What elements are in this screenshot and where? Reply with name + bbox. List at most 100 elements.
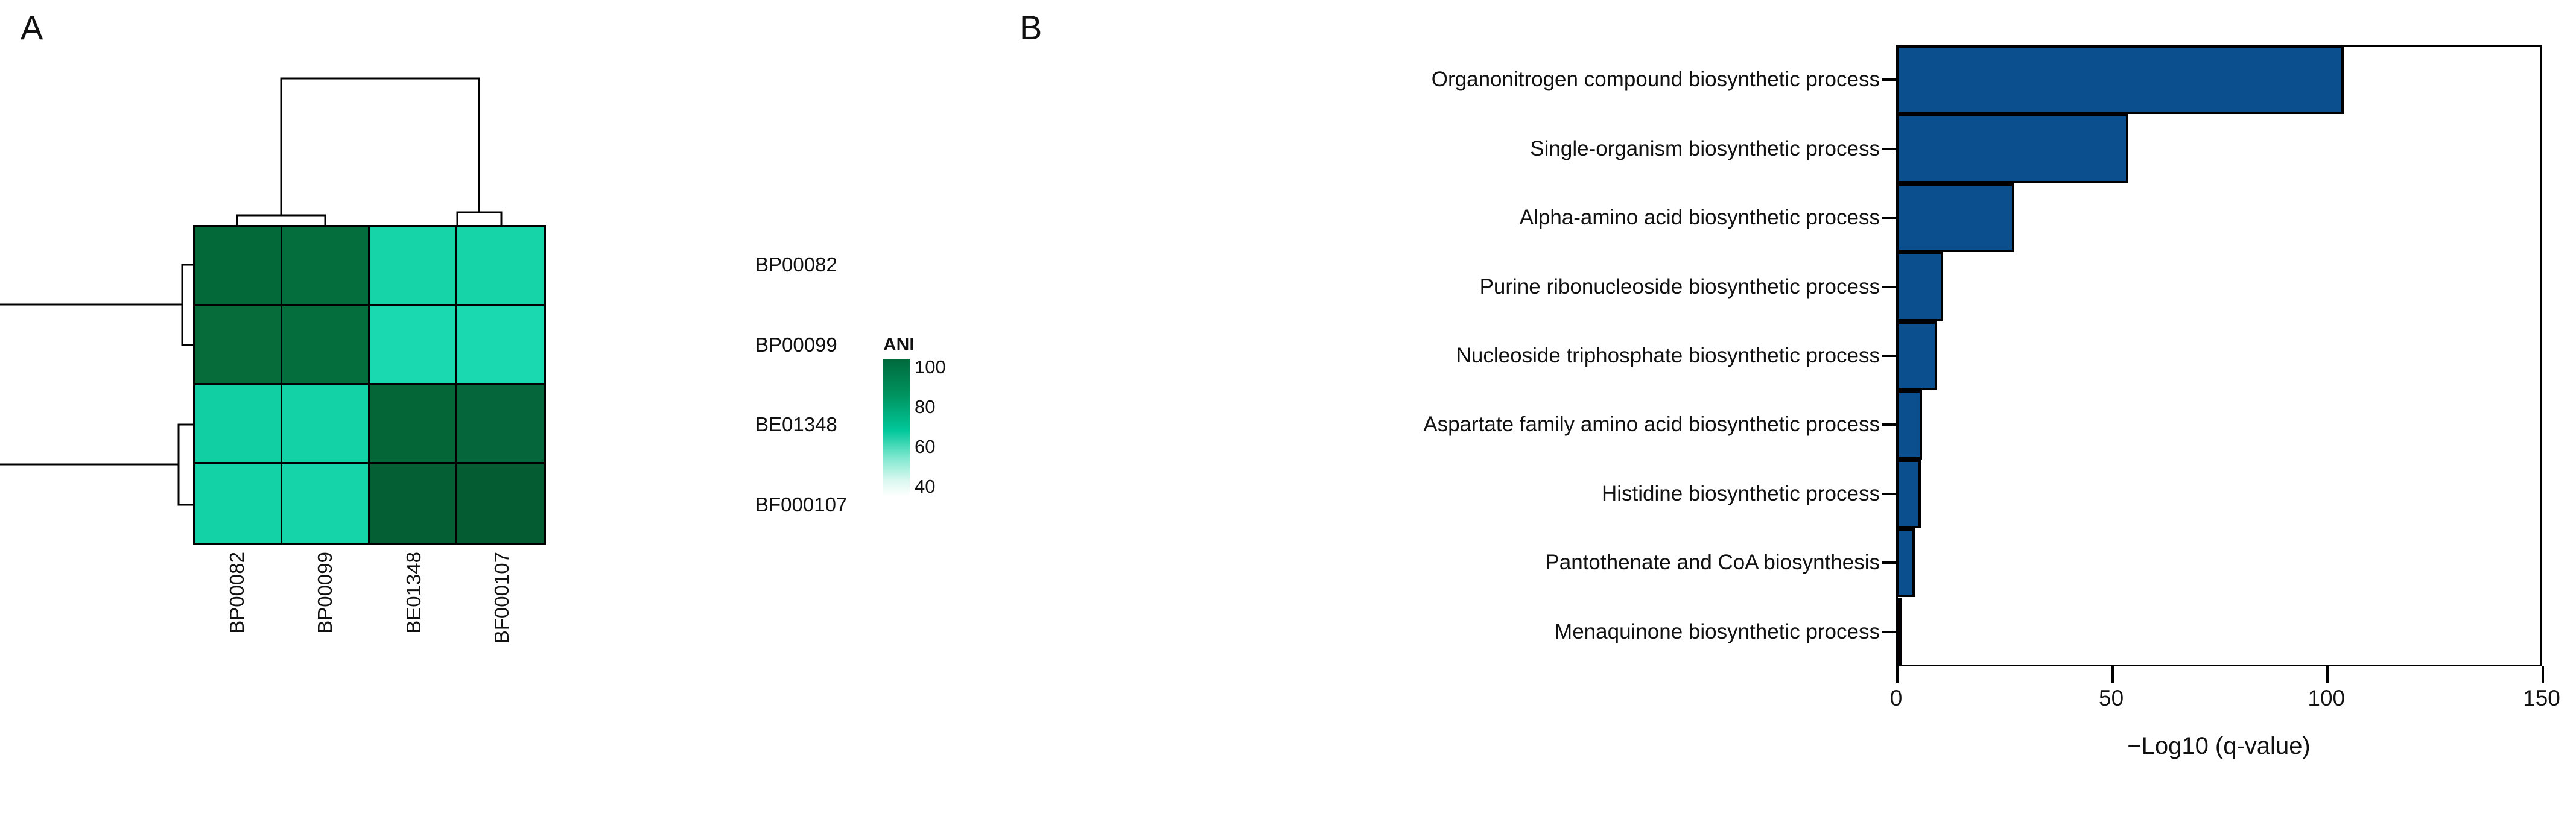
category-text: Aspartate family amino acid biosynthetic… xyxy=(1423,413,1880,437)
ani-legend-tick: 80 xyxy=(915,396,936,417)
bar-chart: Organonitrogen compound biosynthetic pro… xyxy=(1026,0,2576,825)
bar-chart-category-label: Organonitrogen compound biosynthetic pro… xyxy=(1026,45,1896,114)
bar-chart-bars xyxy=(1896,45,2542,666)
heatmap-cell xyxy=(195,464,282,543)
ani-legend-title: ANI xyxy=(883,335,915,355)
y-tick-icon xyxy=(1882,561,1896,564)
heatmap-column-label-cell: BP00082 xyxy=(193,552,281,733)
panel-a-ani-heatmap: A xyxy=(0,0,1026,825)
y-tick-icon xyxy=(1882,285,1896,288)
y-tick-icon xyxy=(1882,423,1896,426)
heatmap-column-labels: BP00082 BP00099 BE01348 BF000107 xyxy=(193,552,546,733)
bar-chart-category-label: Purine ribonucleoside biosynthetic proce… xyxy=(1026,252,1896,321)
category-text: Pantothenate and CoA biosynthesis xyxy=(1545,551,1880,575)
x-tick-label: 150 xyxy=(2523,686,2560,710)
ani-legend-tick: 60 xyxy=(915,436,936,457)
y-tick-icon xyxy=(1882,78,1896,81)
bar-row xyxy=(1896,597,2542,666)
heatmap-column-label: BF000107 xyxy=(490,552,513,644)
bar-chart-category-label: Alpha-amino acid biosynthetic process xyxy=(1026,183,1896,252)
x-tick-label: 50 xyxy=(2099,686,2124,710)
heatmap-row-label: BE01348 xyxy=(755,413,837,436)
x-tick-icon xyxy=(1896,666,1899,683)
bar xyxy=(1896,321,1937,391)
category-text: Purine ribonucleoside biosynthetic proce… xyxy=(1479,274,1880,299)
x-tick-label: 100 xyxy=(2308,686,2346,710)
bar-row xyxy=(1896,321,2542,391)
y-tick-icon xyxy=(1882,147,1896,150)
x-axis-title: −Log10 (q-value) xyxy=(2127,733,2311,759)
heatmap-cell xyxy=(282,385,370,464)
bar-chart-category-label: Menaquinone biosynthetic process xyxy=(1026,598,1896,666)
x-tick-label: 0 xyxy=(1889,686,1903,710)
bar-row xyxy=(1896,114,2542,183)
x-tick-icon xyxy=(2111,666,2114,683)
x-tick-icon xyxy=(2326,666,2329,683)
heatmap-cell xyxy=(457,227,544,306)
heatmap-cell xyxy=(195,306,282,385)
ani-legend-ticks: 100 80 60 40 xyxy=(915,352,987,502)
bar xyxy=(1896,252,1944,321)
heatmap-cell xyxy=(282,227,370,306)
bar-row xyxy=(1896,183,2542,253)
bar-chart-category-label: Single-organism biosynthetic process xyxy=(1026,114,1896,183)
bar xyxy=(1896,45,2344,115)
bar-chart-category-label: Histidine biosynthetic process xyxy=(1026,460,1896,528)
y-tick-icon xyxy=(1882,354,1896,357)
heatmap-cell xyxy=(282,464,370,543)
category-text: Nucleoside triphosphate biosynthetic pro… xyxy=(1456,343,1880,367)
bar-chart-category-labels: Organonitrogen compound biosynthetic pro… xyxy=(1026,45,1896,666)
bar xyxy=(1896,390,1922,460)
ani-legend-tick: 40 xyxy=(915,476,936,497)
bar-chart-category-label: Pantothenate and CoA biosynthesis xyxy=(1026,528,1896,597)
bar xyxy=(1896,459,1921,528)
heatmap-column-label: BP00099 xyxy=(314,552,337,634)
category-text: Alpha-amino acid biosynthetic process xyxy=(1519,206,1880,230)
bar-chart-category-label: Aspartate family amino acid biosynthetic… xyxy=(1026,390,1896,459)
heatmap-column-label-cell: BP00099 xyxy=(281,552,369,733)
bar xyxy=(1896,528,1915,598)
bar-chart-category-label: Nucleoside triphosphate biosynthetic pro… xyxy=(1026,321,1896,390)
heatmap-cell xyxy=(369,227,457,306)
row-dendrogram xyxy=(0,225,194,548)
ani-colorbar-gradient xyxy=(883,359,910,496)
bar xyxy=(1896,597,1902,666)
heatmap-cell xyxy=(369,385,457,464)
ani-color-legend: ANI 100 80 60 40 xyxy=(863,335,995,510)
bar-chart-x-axis: 0 50 100 150 xyxy=(1890,666,2560,710)
category-text: Organonitrogen compound biosynthetic pro… xyxy=(1431,68,1880,92)
heatmap-grid xyxy=(193,225,546,545)
ani-legend-tick: 100 xyxy=(915,356,946,378)
category-text: Single-organism biosynthetic process xyxy=(1530,136,1880,160)
ani-legend-body: 100 80 60 40 xyxy=(863,356,995,510)
heatmap-row-label: BP00099 xyxy=(755,333,837,356)
y-tick-icon xyxy=(1882,630,1896,633)
bar-row xyxy=(1896,528,2542,598)
panel-b-go-enrichment-barchart: B Organonitrogen compound biosynthetic p… xyxy=(1020,0,2576,825)
heatmap-cell xyxy=(457,464,544,543)
bar-row xyxy=(1896,252,2542,321)
heatmap-cell xyxy=(195,227,282,306)
y-tick-icon xyxy=(1882,217,1896,220)
panel-b-letter: B xyxy=(1020,8,1042,46)
heatmap-row-label: BF000107 xyxy=(755,493,848,516)
heatmap-cell xyxy=(195,385,282,464)
bar-row xyxy=(1896,45,2542,115)
category-text: Histidine biosynthetic process xyxy=(1601,481,1880,505)
bar xyxy=(1896,114,2129,183)
heatmap-column-label-cell: BF000107 xyxy=(458,552,546,733)
column-dendrogram xyxy=(193,72,555,226)
heatmap-column-label: BE01348 xyxy=(402,552,425,634)
category-text: Menaquinone biosynthetic process xyxy=(1555,619,1880,643)
x-tick-icon xyxy=(2542,666,2544,683)
bar-row xyxy=(1896,390,2542,460)
heatmap-cell xyxy=(457,306,544,385)
heatmap-cell xyxy=(282,306,370,385)
heatmap-cell xyxy=(369,306,457,385)
heatmap-cell xyxy=(457,385,544,464)
heatmap-row-label: BP00082 xyxy=(755,253,837,276)
bar-row xyxy=(1896,459,2542,528)
heatmap-cell xyxy=(369,464,457,543)
bar xyxy=(1896,183,2015,253)
y-tick-icon xyxy=(1882,492,1896,495)
